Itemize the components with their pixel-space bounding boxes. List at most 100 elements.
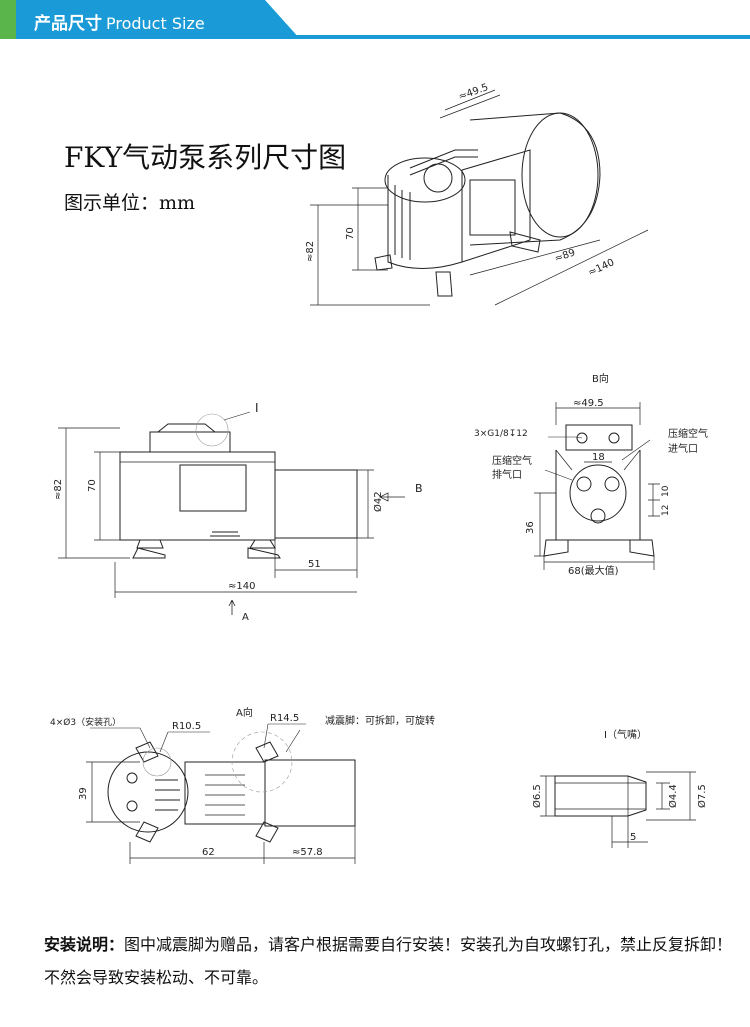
a-r1-leader bbox=[159, 731, 210, 753]
side-detail-leader bbox=[223, 411, 251, 421]
b-exhaust-label-2: 排气口 bbox=[492, 468, 522, 481]
iso-foot-right bbox=[509, 231, 541, 253]
side-view: I ≈82 70 Ø42 B 51 ≈140 A bbox=[53, 401, 423, 623]
side-arrow-a bbox=[228, 599, 236, 615]
a-pump-face bbox=[107, 751, 189, 833]
nozzle-dim-44 bbox=[656, 782, 670, 810]
iso-view: ≈49.5 ≈82 70 ≈89 ≈140 bbox=[305, 82, 649, 306]
b-outlet-label-2: 进气口 bbox=[668, 442, 698, 455]
iso-foot-left bbox=[374, 254, 393, 271]
side-dim-dia-label: Ø42 bbox=[372, 491, 384, 512]
a-r1-label: R10.5 bbox=[172, 721, 201, 732]
side-foot-left bbox=[132, 539, 166, 559]
a-dim-62-label: 62 bbox=[202, 847, 215, 858]
nozzle-outline bbox=[554, 775, 647, 817]
header-accent bbox=[0, 0, 16, 39]
b-dim-12-label: 12 bbox=[661, 505, 671, 516]
b-view-title: B向 bbox=[592, 372, 609, 385]
side-view-arrow-label: B bbox=[415, 482, 423, 495]
side-dim-140-label: ≈140 bbox=[228, 581, 255, 592]
a-dim-39 bbox=[86, 761, 140, 823]
nozzle-dim-5-label: 5 bbox=[630, 832, 636, 843]
b-thread-leader bbox=[548, 436, 583, 439]
header-title-cn: 产品尺寸 bbox=[34, 14, 102, 34]
nozzle-dim-44-label: Ø4.4 bbox=[667, 784, 679, 808]
nozzle-bore bbox=[555, 782, 646, 810]
a-foot-3 bbox=[255, 741, 279, 763]
a-shock-label: 减震脚：可拆卸，可旋转 bbox=[325, 714, 435, 727]
a-face-slots bbox=[155, 779, 180, 811]
side-dim-dia bbox=[357, 469, 374, 539]
b-port-right bbox=[608, 432, 620, 444]
side-dim-82-label: ≈82 bbox=[53, 479, 64, 500]
b-hole-1 bbox=[576, 476, 592, 492]
b-outlet-leader bbox=[621, 439, 651, 461]
b-dim-36-label: 36 bbox=[525, 521, 536, 534]
a-dim-39-label: 39 bbox=[78, 787, 89, 800]
side-dim-70 bbox=[94, 451, 130, 541]
nozzle-dim-65 bbox=[540, 775, 555, 817]
b-dim-10-label: 10 bbox=[661, 485, 671, 497]
iso-dim-70-label: 70 bbox=[345, 227, 356, 240]
a-foot-1 bbox=[135, 741, 159, 763]
side-dim-82 bbox=[58, 427, 130, 559]
side-dim-51 bbox=[274, 538, 358, 578]
side-detail-circle bbox=[195, 413, 229, 447]
iso-dim-82-label: ≈82 bbox=[305, 241, 316, 262]
a-view-title: A向 bbox=[236, 706, 253, 719]
b-hole-2 bbox=[604, 476, 620, 492]
nozzle-view: I（气嘴） Ø6.5 Ø4.4 Ø7.5 5 bbox=[531, 728, 708, 848]
b-exhaust-label-1: 压缩空气 bbox=[492, 454, 532, 467]
a-holes-label: 4×Ø3（安装孔） bbox=[50, 716, 121, 728]
b-dim-max bbox=[543, 556, 655, 570]
a-view: A向 4×Ø3（安装孔） R10.5 R14.5 减震脚：可拆卸，可旋转 39 … bbox=[50, 706, 435, 864]
iso-nozzles bbox=[409, 149, 478, 176]
nozzle-title: I（气嘴） bbox=[604, 728, 647, 741]
drawing-title: FKY气动泵系列尺寸图 bbox=[64, 141, 347, 174]
install-note-label: 安装说明： bbox=[44, 935, 125, 954]
install-note: 安装说明：图中减震脚为赠品，请客户根据需要自行安装！安装孔为自攻螺钉孔，禁止反复… bbox=[44, 928, 734, 994]
iso-dim-82 bbox=[310, 204, 430, 306]
a-r-circle-2 bbox=[231, 731, 293, 793]
side-head-top bbox=[157, 423, 216, 433]
iso-dim-top-label: ≈49.5 bbox=[457, 82, 490, 103]
header-title-en: Product Size bbox=[106, 14, 205, 33]
side-dim-70-label: 70 bbox=[87, 479, 98, 492]
iso-window bbox=[469, 179, 516, 236]
b-head bbox=[565, 424, 633, 451]
a-dim-62 bbox=[129, 842, 265, 864]
install-note-text: 图中减震脚为赠品，请客户根据需要自行安装！安装孔为自攻螺钉孔，禁止反复拆卸！不然… bbox=[44, 935, 733, 987]
b-dim-18-label: 18 bbox=[592, 452, 605, 463]
a-dim-57 bbox=[264, 826, 356, 864]
side-vents bbox=[210, 531, 240, 537]
b-exhaust-leader bbox=[544, 469, 573, 481]
iso-dim-140-label: ≈140 bbox=[587, 257, 617, 279]
header-rule bbox=[0, 35, 750, 39]
a-foot-2 bbox=[135, 821, 159, 843]
a-foot-4 bbox=[255, 821, 279, 843]
a-r-circle-1 bbox=[142, 747, 172, 777]
iso-motor-end bbox=[521, 112, 599, 238]
b-motor-face bbox=[569, 464, 627, 522]
b-dim-width-label: ≈49.5 bbox=[573, 398, 604, 409]
a-holes-leader bbox=[90, 727, 151, 749]
a-port-2 bbox=[126, 800, 138, 812]
iso-bracket bbox=[461, 149, 531, 263]
b-thread-label: 3×G1/8↧12 bbox=[474, 429, 528, 439]
nozzle-dim-65-label: Ø6.5 bbox=[531, 784, 543, 808]
nozzle-dim-75-label: Ø7.5 bbox=[696, 784, 708, 808]
iso-motor bbox=[469, 112, 601, 246]
side-arrow-a-label: A bbox=[242, 612, 249, 623]
side-detail-label: I bbox=[255, 401, 259, 415]
iso-pump-body bbox=[387, 170, 463, 269]
side-view-arrow bbox=[379, 492, 405, 502]
iso-dim-top bbox=[439, 89, 501, 119]
b-body bbox=[555, 450, 641, 541]
iso-dim-89-label: ≈89 bbox=[553, 247, 577, 265]
b-view: B向 ≈49.5 3×G1/8↧12 压缩空气 进气口 压缩空气 排气口 18 … bbox=[474, 372, 708, 577]
side-motor bbox=[274, 469, 358, 539]
a-port-1 bbox=[126, 772, 138, 784]
iso-head bbox=[384, 157, 466, 203]
side-window bbox=[179, 464, 247, 512]
